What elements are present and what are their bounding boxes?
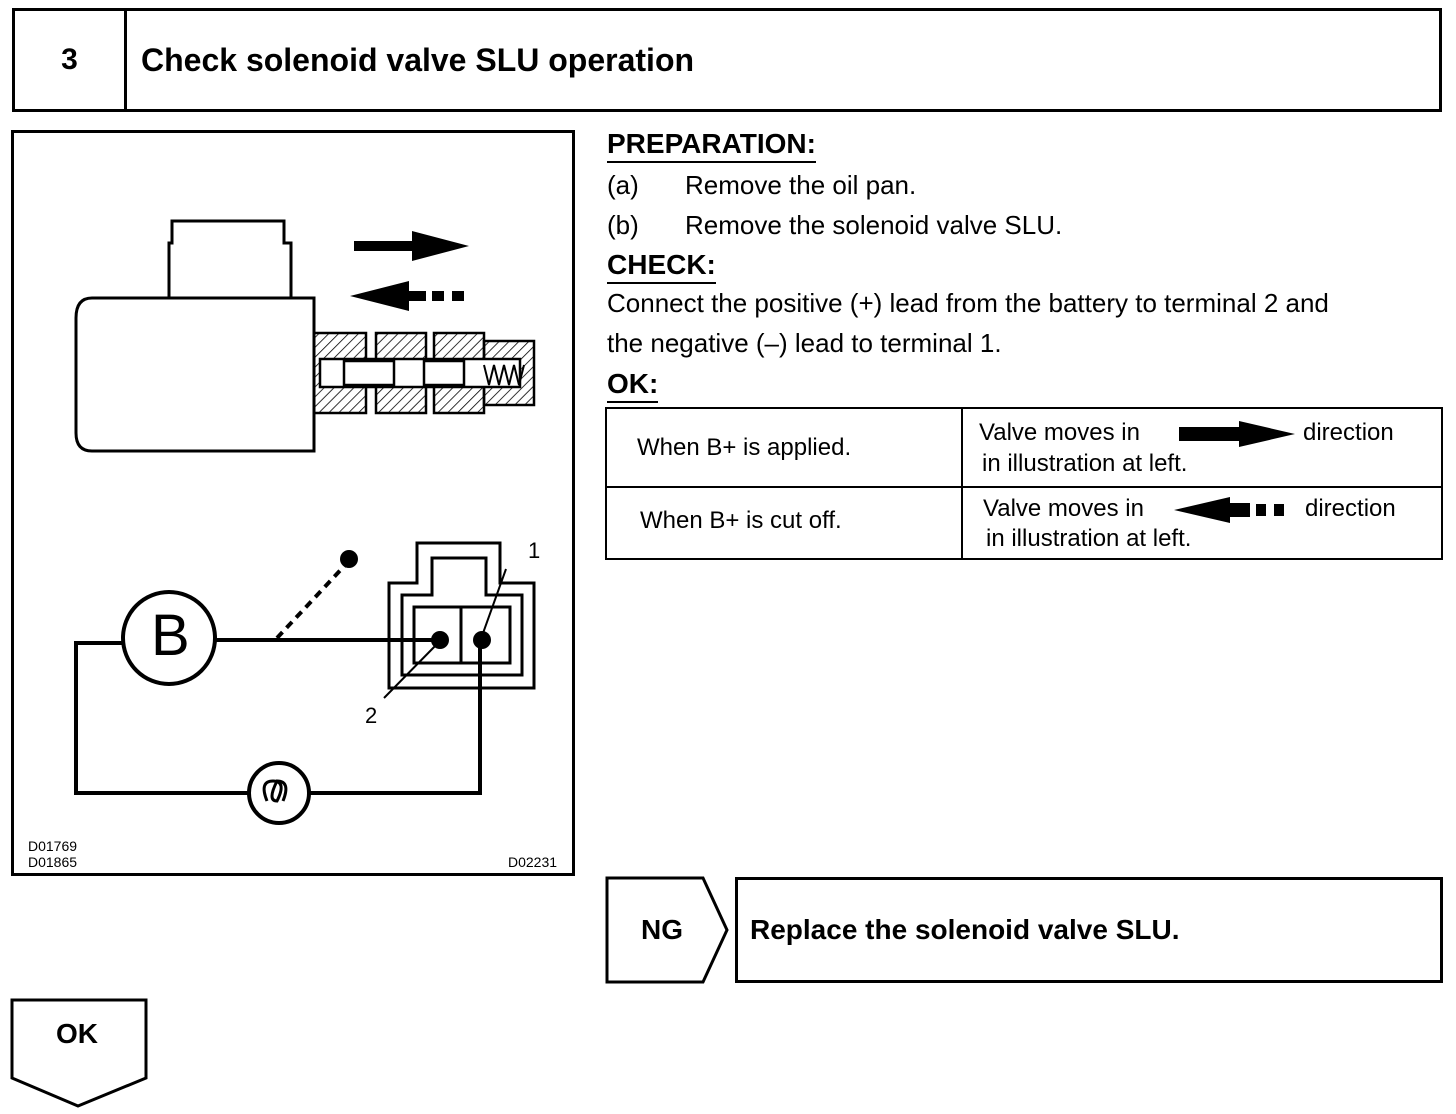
result-direction: direction <box>1303 419 1394 446</box>
condition-cell: When B+ is cut off. <box>640 507 842 534</box>
solenoid-illustration: B 1 2 D01769 D01865 D02231 <box>11 130 575 876</box>
check-line-1: Connect the positive (+) lead from the b… <box>607 288 1329 318</box>
figure-code-3: D02231 <box>508 854 558 870</box>
terminal-2-label: 2 <box>365 703 378 728</box>
result-line-2: in illustration at left. <box>982 450 1188 477</box>
check-heading: CHECK: <box>607 249 716 284</box>
arrow-right-icon <box>1179 421 1295 447</box>
ng-action: Replace the solenoid valve SLU. <box>735 877 1443 983</box>
check-line-2: the negative (–) lead to terminal 1. <box>607 328 1002 358</box>
terminal-1-label: 1 <box>528 538 541 563</box>
arrow-left-dashed-icon <box>1174 497 1284 523</box>
condition-cell: When B+ is applied. <box>637 434 852 461</box>
solenoid-connector <box>383 541 536 699</box>
battery-label: B <box>151 603 190 668</box>
step-title: Check solenoid valve SLU operation <box>141 41 695 78</box>
step-text: Remove the oil pan. <box>685 170 917 200</box>
solenoid-circuit-diagram <box>74 219 536 825</box>
ok-criteria-table: When B+ is applied. Valve moves in direc… <box>605 407 1443 560</box>
terminal-2-dot <box>431 631 449 649</box>
valve-spool-section <box>312 331 536 415</box>
figure-code-2: D01865 <box>28 854 78 870</box>
result-text: Valve moves in <box>983 495 1144 522</box>
step-text: Remove the solenoid valve SLU. <box>685 210 1063 240</box>
ng-tab <box>605 876 729 984</box>
figure-code-1: D01769 <box>28 838 78 854</box>
ok-flow-tab <box>10 998 148 1108</box>
preparation-step-b: (b) Remove the solenoid valve SLU. <box>607 210 1062 241</box>
switch-terminal <box>340 550 358 568</box>
ng-label: NG <box>641 914 683 945</box>
step-letter: (a) <box>607 170 639 200</box>
step-number: 3 <box>15 11 127 109</box>
preparation-step-a: (a) Remove the oil pan. <box>607 170 916 201</box>
circuit-wiring <box>74 559 482 825</box>
step-header: 3 Check solenoid valve SLU operation <box>12 8 1442 112</box>
result-text: Valve moves in <box>979 419 1140 446</box>
table-row: When B+ is applied. Valve moves in direc… <box>607 409 1441 486</box>
direction-arrows <box>350 231 469 311</box>
solenoid-body <box>74 219 316 453</box>
step-letter: (b) <box>607 210 639 240</box>
terminal-1-dot <box>473 631 491 649</box>
ok-heading: OK: <box>607 368 659 403</box>
preparation-heading: PREPARATION: <box>607 128 816 163</box>
ok-flow-label: OK <box>56 1018 98 1049</box>
result-line-2: in illustration at left. <box>986 525 1192 552</box>
result-direction: direction <box>1305 495 1396 522</box>
table-row: When B+ is cut off. Valve moves in direc… <box>607 488 1441 560</box>
